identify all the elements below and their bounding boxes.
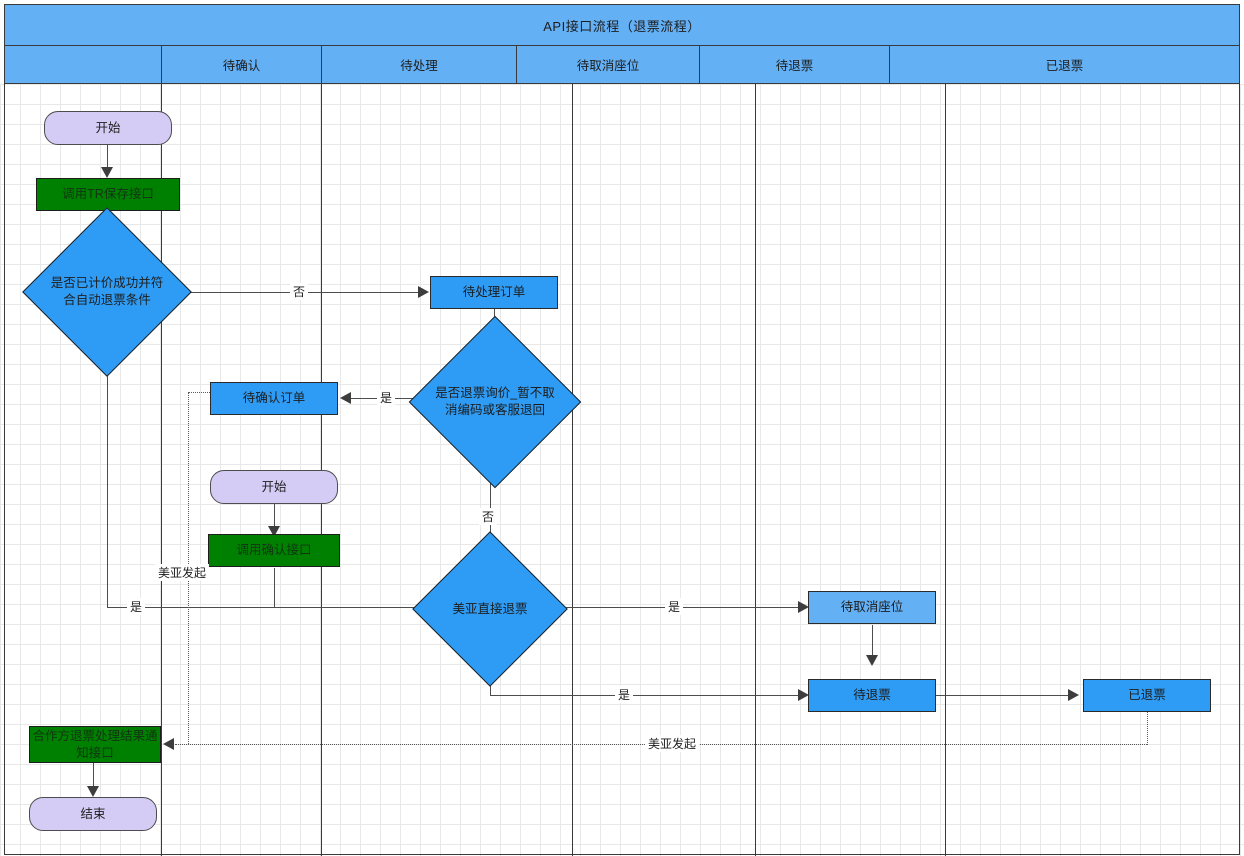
edge-label-yes-2: 是 [377,389,396,406]
decision-label-1: 是否已计价成功并符合自动退票条件 [50,276,164,307]
node-end[interactable]: 结束 [29,797,157,831]
arrowhead-partner-to-end [87,786,99,797]
decision-label-2: 是否退票询价_暂不取消编码或客服退回 [435,386,555,417]
edge-decision2-yes [348,398,446,400]
lane-separator-1 [161,84,162,856]
lane-header-pending-cancel-seat: 待取消座位 [517,46,700,83]
dotted-edge-refunded-down [1147,711,1148,745]
lane-header-0 [5,46,162,83]
node-call-tr-save-api[interactable]: 调用TR保存接口 [36,178,180,211]
arrowhead-decision3-yes-upper [798,601,809,613]
arrowhead-start2-to-confirmapi [268,526,280,537]
node-refunded[interactable]: 已退票 [1083,679,1211,712]
node-call-confirm-api[interactable]: 调用确认接口 [208,534,340,567]
edge-cancelseat-to-refund [872,625,874,661]
pool-bottom-border [4,854,1240,855]
arrowhead-cancelseat-to-refund [866,655,878,666]
node-start-mid[interactable]: 开始 [210,470,338,504]
edge-decision1-yes-down [107,341,109,608]
node-decision-priced-and-auto-refund[interactable]: 是否已计价成功并符合自动退票条件 [22,207,192,377]
pool-left-border [4,84,5,854]
node-pending-process-order[interactable]: 待处理订单 [430,276,558,309]
dotted-edge-confirmorder-left [188,392,210,393]
edge-refund-to-refunded [935,695,1073,697]
arrowhead-start-to-save [101,167,113,178]
node-start-top[interactable]: 开始 [44,111,172,145]
edge-start-to-save [107,145,109,173]
edge-label-meiya-lower: 美亚发起 [645,735,700,752]
arrowhead-refund-to-refunded [1068,689,1079,701]
node-decision-direct-refund[interactable]: 美亚直接退票 [412,531,568,687]
edge-label-no-1: 否 [290,283,309,300]
edge-start2-to-confirmapi [274,504,276,532]
edge-label-meiya-upper: 美亚发起 [155,564,210,581]
decision-label-3: 美亚直接退票 [452,601,528,616]
lane-header-refunded: 已退票 [1045,59,1084,73]
grid-background [0,84,1244,856]
edge-label-no-2: 否 [479,508,498,525]
edge-confirmapi-down [274,568,276,608]
arrowhead-decision2-yes [340,392,351,404]
arrowhead-decision3-yes-lower [798,689,809,701]
edge-label-yes-3: 是 [665,598,684,615]
edge-label-yes-4: 是 [615,686,634,703]
edge-label-yes-1: 是 [127,598,146,615]
node-pending-confirm-order[interactable]: 待确认订单 [210,382,338,415]
lane-header-row: 待确认 待处理 待取消座位 待退票 已退票 [4,45,1240,84]
edge-partner-to-end [93,762,95,792]
arrowhead-decision1-no [418,286,429,298]
edge-decision3-yes-lower [490,695,806,697]
arrowhead-partner-notify [163,738,174,750]
pool-title: API接口流程（退票流程） [4,4,1240,46]
node-partner-refund-notify-api[interactable]: 合作方退票处理结果通知接口 [29,726,161,763]
node-pending-cancel-seat[interactable]: 待取消座位 [808,591,936,624]
lane-header-pending-refund: 待退票 [700,46,890,83]
lane-header-pending-confirm: 待确认 [162,46,322,83]
edge-decision1-yes-right [107,607,431,609]
lane-separator-3 [572,84,573,856]
lane-separator-4 [755,84,756,856]
lane-separator-5 [945,84,946,856]
lane-header-pending-process: 待处理 [322,46,517,83]
pool-right-border [1239,84,1240,854]
node-decision-refund-quote[interactable]: 是否退票询价_暂不取消编码或客服退回 [408,315,582,489]
node-pending-refund[interactable]: 待退票 [808,679,936,712]
